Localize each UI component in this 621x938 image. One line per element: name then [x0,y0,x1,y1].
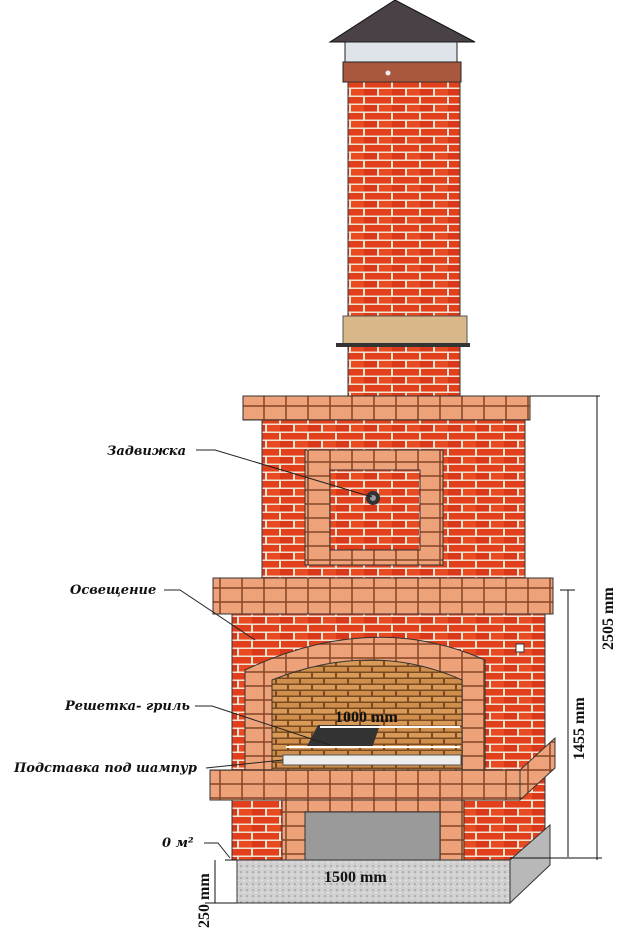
label-floor-level: 0 м² [162,836,194,851]
grill-grate [286,725,460,748]
middle-cornice [212,577,554,615]
dimension-lines [205,395,602,904]
lighting-fixture [515,643,525,653]
label-damper: Задвижка [107,444,186,459]
dim-grill-width: 1000 mm [335,709,398,726]
dim-foundation-height: 250 mm [196,873,213,928]
counter-ledge [209,769,521,801]
wood-storage-opening [304,811,441,861]
leader-lines [164,449,373,859]
label-grill-grate: Решетка- гриль [64,699,190,714]
chimney [347,81,461,397]
dim-firebox-height: 1455 mm [571,697,588,760]
foundation [236,823,551,905]
damper-icon [366,491,380,505]
dim-base-width: 1500 mm [324,869,387,886]
dim-total-height: 2505 mm [600,587,617,650]
label-skewer-stand: Подставка под шампур [13,761,197,776]
chimney-stone-band [342,315,468,345]
label-lighting: Освещение [70,583,156,598]
chimney-cap [328,0,476,83]
upper-cornice [242,395,531,421]
skewer-stand [282,754,462,766]
